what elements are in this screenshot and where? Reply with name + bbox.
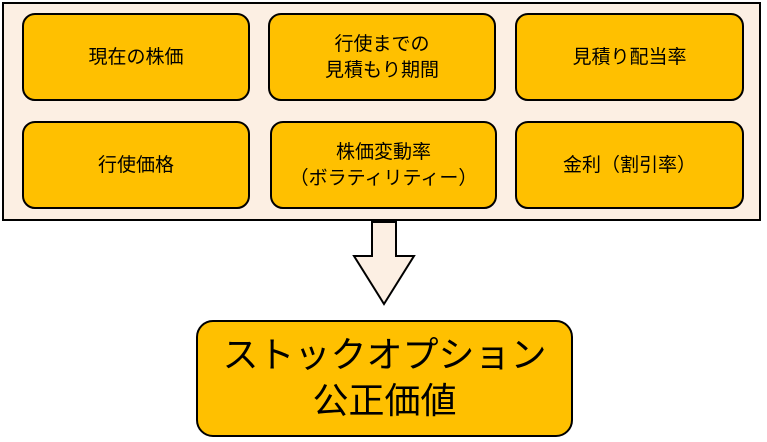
- factor-exercise-price: 行使価格: [22, 121, 250, 209]
- factor-volatility: 株価変動率 （ボラティリティー）: [270, 121, 497, 209]
- stock-option-fair-value-box: ストックオプション 公正価値: [196, 320, 573, 437]
- factor-current-stock-price: 現在の株価: [22, 13, 250, 101]
- factor-expected-dividend-yield: 見積り配当率: [515, 13, 744, 101]
- factor-expected-term: 行使までの 見積もり期間: [268, 13, 496, 101]
- down-arrow-shape: [352, 221, 416, 306]
- factor-interest-rate: 金利（割引率）: [515, 121, 744, 209]
- down-arrow-icon: [352, 221, 416, 306]
